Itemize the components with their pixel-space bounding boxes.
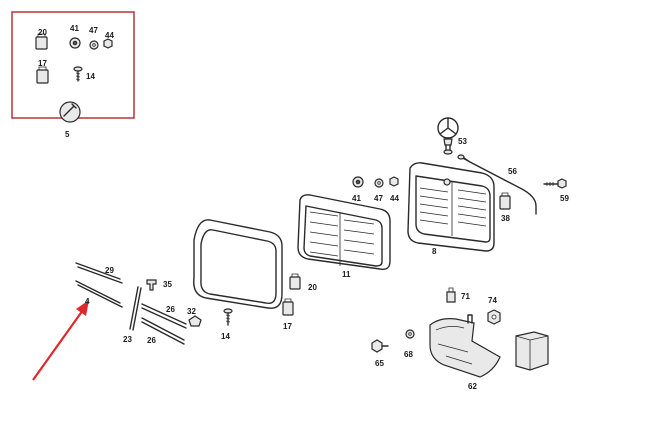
label-inset-41: 41 (70, 24, 79, 33)
clip-38-icon (499, 192, 511, 210)
screw-14-icon (73, 66, 83, 82)
nut-41-icon (69, 37, 81, 49)
label-inset-20: 20 (38, 28, 47, 37)
inset-box (11, 11, 135, 123)
screw-14-b-icon (223, 308, 233, 326)
clip-17-b-icon (282, 298, 294, 316)
part-labels: 20 41 47 44 17 14 5 53 56 41 47 44 59 38… (38, 24, 569, 391)
label-20: 20 (308, 283, 317, 292)
module-box-icon (515, 331, 549, 371)
clip-32-icon (188, 315, 202, 327)
label-inset-5: 5 (65, 130, 70, 139)
label-14: 14 (221, 332, 230, 341)
clip-20-icon (35, 33, 48, 50)
red-pointer-arrow (32, 300, 89, 381)
label-17: 17 (283, 322, 292, 331)
label-59: 59 (560, 194, 569, 203)
nut-41-b-icon (352, 176, 364, 188)
nut-44-icon (103, 38, 113, 49)
label-53: 53 (458, 137, 467, 146)
label-74: 74 (488, 296, 497, 305)
clip-17-icon (36, 66, 49, 84)
label-44: 44 (390, 194, 399, 203)
star-emblem-53-icon (437, 117, 459, 155)
label-71: 71 (461, 292, 470, 301)
label-65: 65 (375, 359, 384, 368)
label-inset-14: 14 (86, 72, 95, 81)
label-35: 35 (163, 280, 172, 289)
washer-68-icon (405, 329, 415, 339)
clip-35-icon (146, 279, 157, 291)
grille-insert-11-icon (297, 194, 391, 271)
trim-strip-4-icon (75, 280, 123, 308)
bolt-65-icon (371, 339, 389, 353)
nut-44-b-icon (389, 176, 399, 187)
washer-47-icon (89, 40, 99, 50)
label-32: 32 (187, 307, 196, 316)
label-26b: 26 (147, 336, 156, 345)
nut-74-icon (487, 309, 501, 325)
trim-strip-26b-icon (141, 317, 185, 345)
air-duct-62-icon (429, 314, 501, 378)
tool-5-icon (59, 101, 81, 123)
label-38: 38 (501, 214, 510, 223)
label-56: 56 (508, 167, 517, 176)
label-inset-47: 47 (89, 26, 98, 35)
label-26a: 26 (166, 305, 175, 314)
trim-strip-26a-icon (141, 303, 187, 329)
bracket-71-icon (446, 287, 456, 303)
label-4: 4 (85, 297, 90, 306)
label-29: 29 (105, 266, 114, 275)
label-8: 8 (432, 247, 437, 256)
label-inset-17: 17 (38, 59, 47, 68)
grille-shell-8-icon (407, 162, 495, 252)
label-23: 23 (123, 335, 132, 344)
label-11: 11 (342, 270, 351, 279)
clip-20-b-icon (289, 273, 301, 290)
trim-strip-23-icon (129, 286, 142, 331)
label-41: 41 (352, 194, 361, 203)
rod-56-icon (457, 154, 537, 215)
label-62: 62 (468, 382, 477, 391)
bolt-59-icon (543, 178, 567, 189)
washer-47-b-icon (374, 178, 384, 188)
label-47: 47 (374, 194, 383, 203)
label-68: 68 (404, 350, 413, 359)
grille-frame-icon (193, 219, 283, 309)
label-inset-44: 44 (105, 31, 114, 40)
trim-strip-29-icon (75, 262, 123, 284)
